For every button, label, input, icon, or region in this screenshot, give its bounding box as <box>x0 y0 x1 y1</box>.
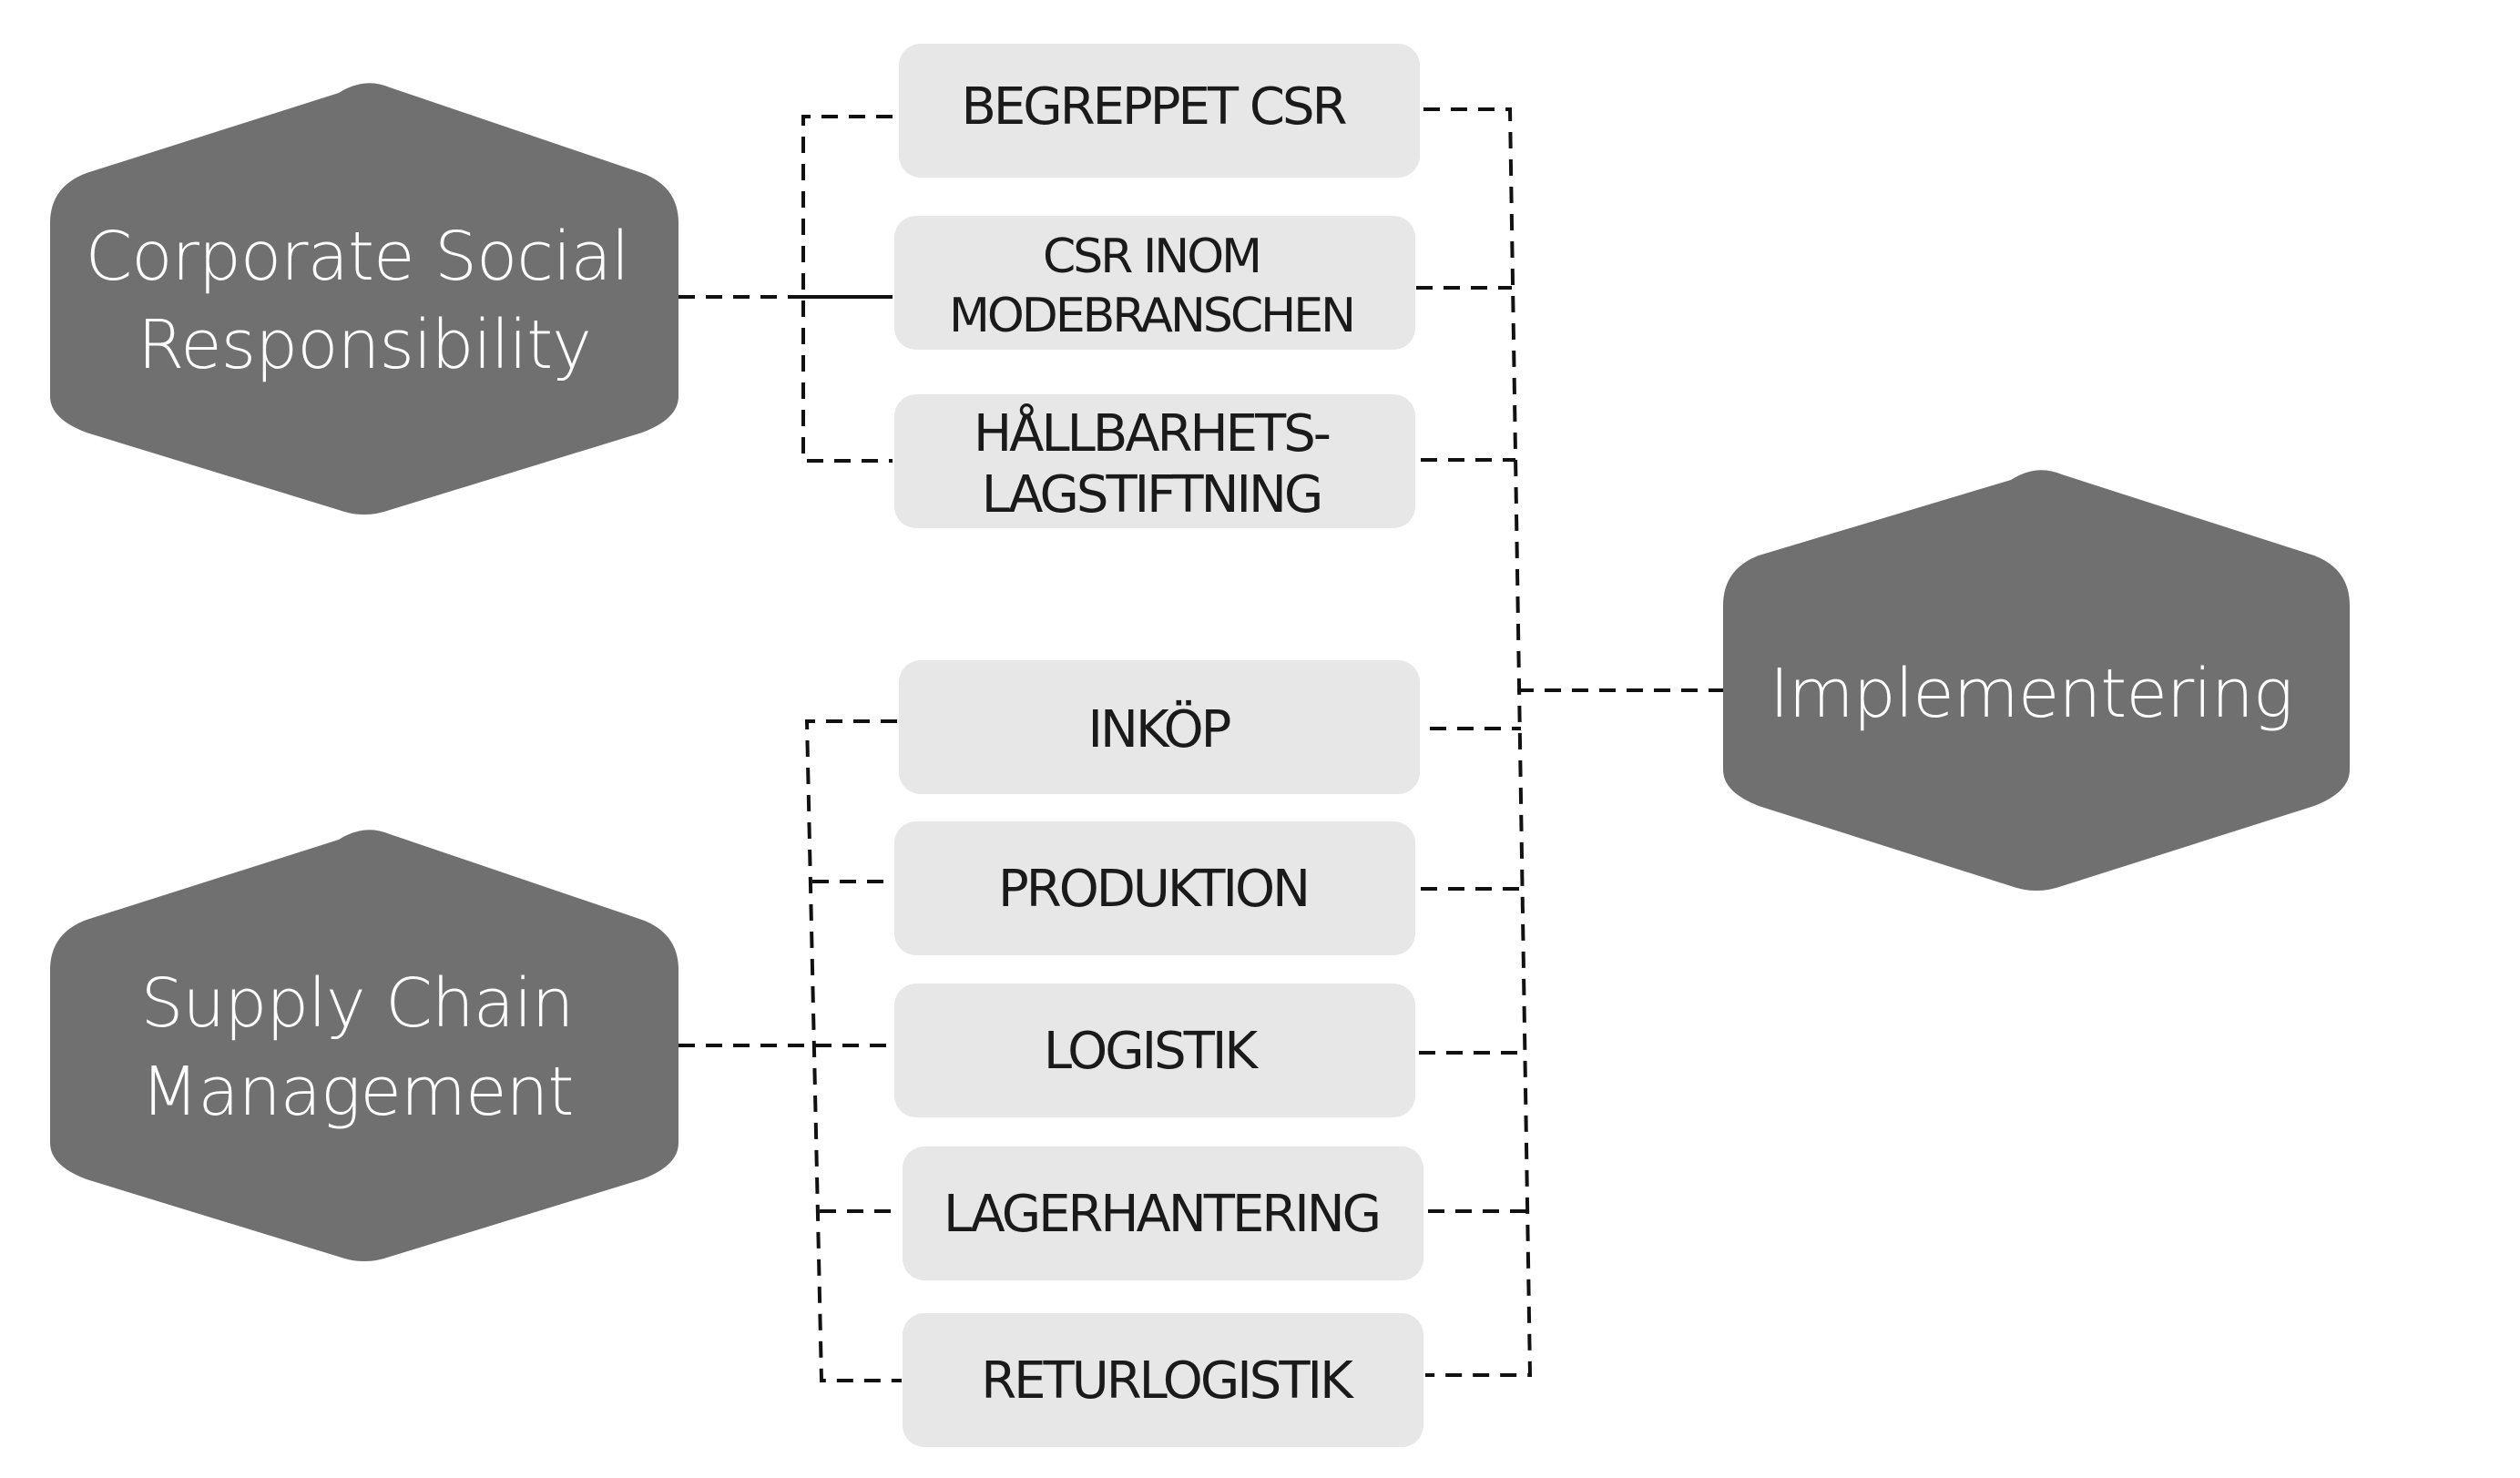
scm-topics: INKÖP PRODUKTION LOGISTIK LAGERHANTERING… <box>894 660 1423 1447</box>
topic-box-bg <box>894 394 1415 528</box>
topic-box-bg <box>899 660 1420 794</box>
topic-box-lagerhantering: LAGERHANTERING <box>903 1147 1423 1280</box>
topic-label-line1: HÅLLBARHETS- <box>974 403 1330 464</box>
topic-label: BEGREPPET CSR <box>962 77 1347 137</box>
topic-box-bg <box>894 984 1415 1117</box>
topic-box-bg <box>894 821 1415 955</box>
topic-label-line2: MODEBRANSCHEN <box>949 289 1353 343</box>
topic-box-logistik: LOGISTIK <box>894 984 1415 1117</box>
topic-box-hallbarhetslagstiftning: HÅLLBARHETS- LAGSTIFTNING <box>894 394 1415 528</box>
topic-label: PRODUKTION <box>998 860 1308 919</box>
topic-label: LAGERHANTERING <box>944 1185 1379 1244</box>
topic-box-produktion: PRODUKTION <box>894 821 1415 955</box>
topic-label: RETURLOGISTIK <box>981 1351 1354 1411</box>
scm-hexagon <box>50 830 678 1261</box>
csr-hub-label-line1: Corporate Social <box>86 218 629 296</box>
topic-box-csr-inom-modebranschen: CSR INOM MODEBRANSCHEN <box>894 216 1415 350</box>
implementation-hexagon <box>1723 470 2350 891</box>
scm-hub-label-line2: Management <box>141 1053 574 1131</box>
topic-box-inkop: INKÖP <box>899 660 1420 794</box>
topic-box-bg <box>903 1147 1423 1280</box>
topic-label: LOGISTIK <box>1044 1022 1259 1081</box>
topic-label-line2: LAGSTIFTNING <box>982 465 1321 525</box>
connector-csr-bracket <box>801 115 893 463</box>
csr-hexagon <box>50 83 678 515</box>
csr-hub: Corporate Social Responsibility <box>50 83 678 515</box>
connectors <box>678 107 1723 1382</box>
scm-hub: Supply Chain Management <box>50 830 678 1261</box>
topic-label: INKÖP <box>1088 700 1230 759</box>
topic-label-line1: CSR INOM <box>1043 229 1260 284</box>
topic-box-bg <box>899 44 1420 178</box>
topic-box-returlogistik: RETURLOGISTIK <box>903 1313 1423 1447</box>
scm-hub-label-line1: Supply Chain <box>140 964 573 1043</box>
connector-scm-bracket <box>804 719 902 1382</box>
topic-box-bg <box>894 216 1415 350</box>
implementation-hub-label: Implementering <box>1770 655 2292 733</box>
csr-topics: BEGREPPET CSR CSR INOM MODEBRANSCHEN HÅL… <box>894 44 1420 528</box>
topic-box-bg <box>903 1313 1423 1447</box>
csr-hub-label-line2: Responsibility <box>138 306 591 384</box>
connector-implementation-spine <box>1423 107 1533 1377</box>
implementation-hub: Implementering <box>1723 470 2350 891</box>
topic-box-begreppet-csr: BEGREPPET CSR <box>899 44 1420 178</box>
